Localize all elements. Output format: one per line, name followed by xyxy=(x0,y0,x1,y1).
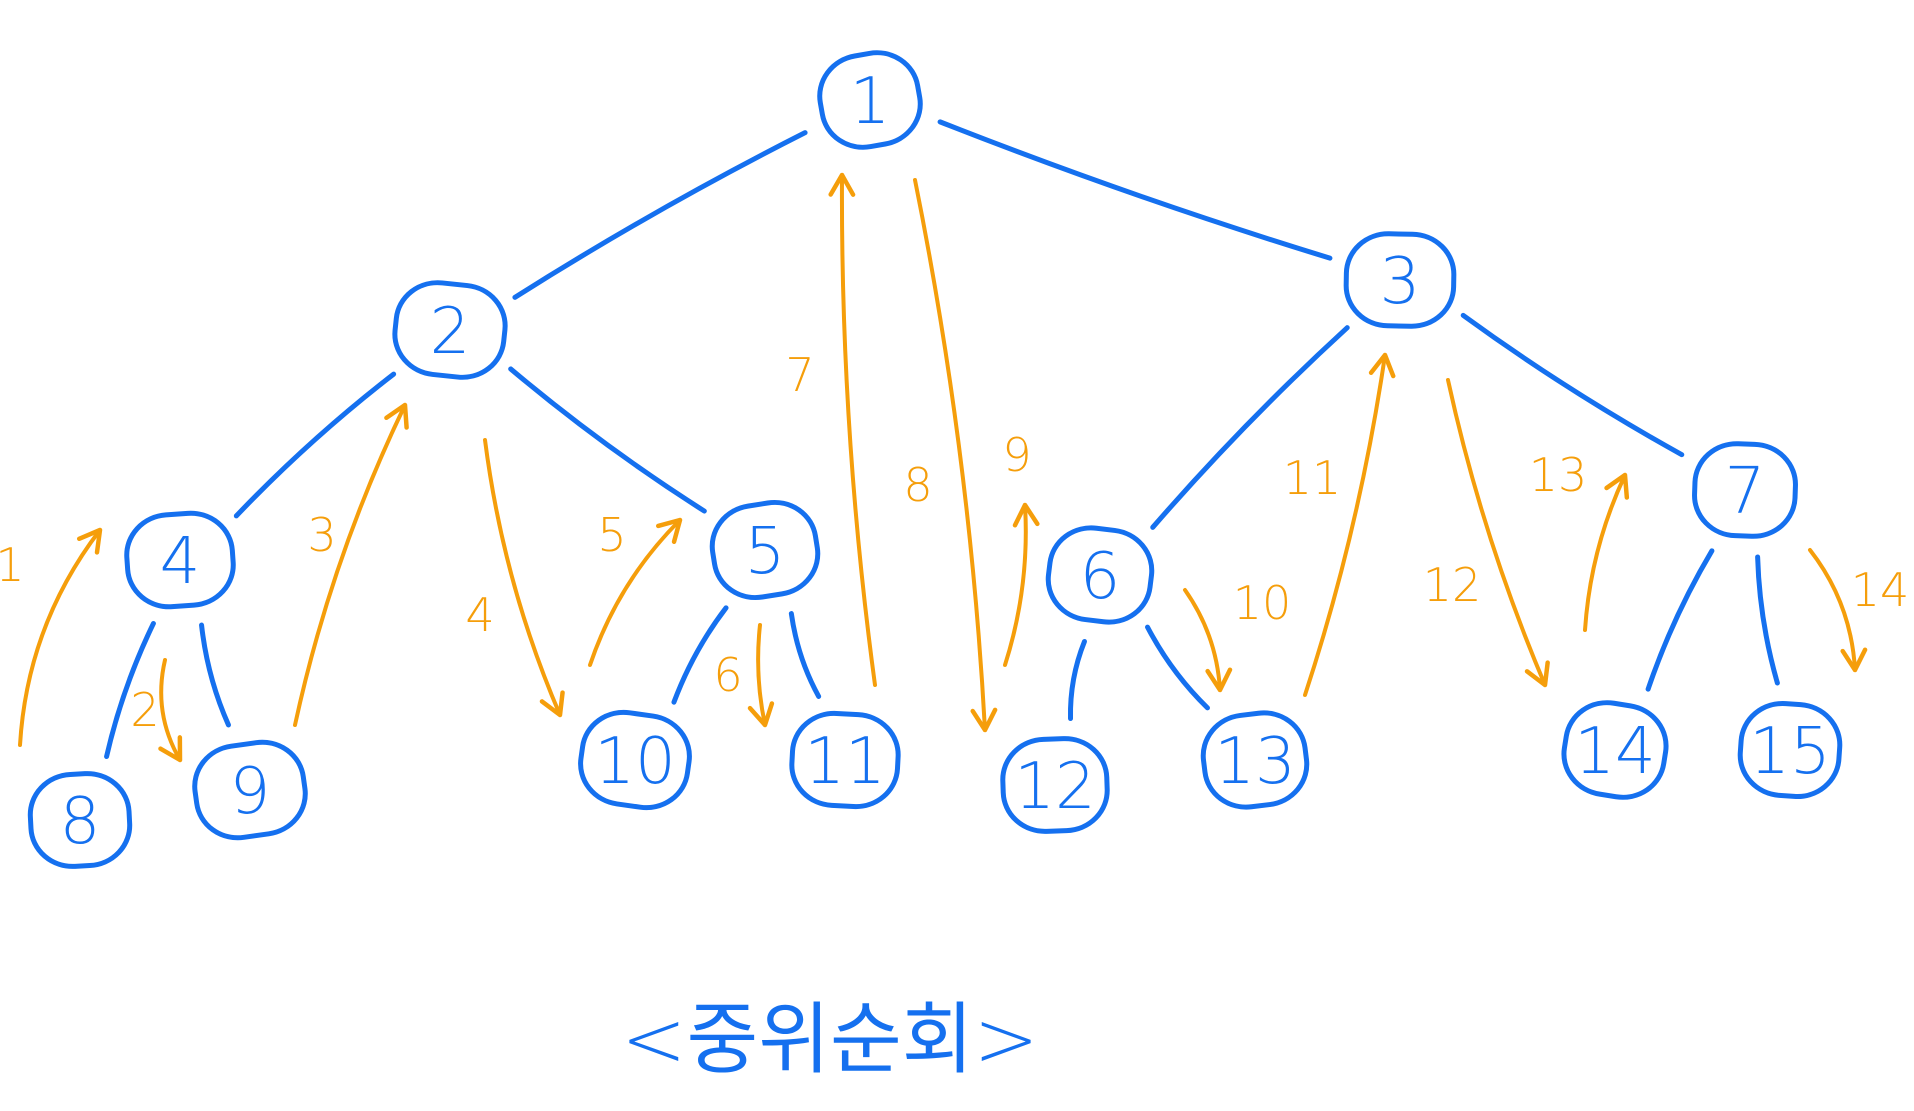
tree-node-12: 12 xyxy=(1000,736,1110,834)
step-label-6: 6 xyxy=(713,648,742,702)
traversal-arrow-13 xyxy=(1583,472,1630,632)
tree-edges xyxy=(104,119,1780,760)
traversal-arrow-5 xyxy=(588,517,683,667)
node-label-14: 14 xyxy=(1574,715,1655,789)
tree-edge-2-5 xyxy=(508,366,707,514)
tree-node-1: 1 xyxy=(817,50,923,150)
traversal-arrow-3 xyxy=(293,402,409,727)
traversal-arrow-7 xyxy=(828,172,877,687)
node-label-13: 13 xyxy=(1214,725,1295,799)
node-label-12: 12 xyxy=(1014,750,1095,824)
tree-edge-5-10 xyxy=(671,605,729,705)
tree-node-2: 2 xyxy=(392,280,508,380)
step-label-8: 8 xyxy=(903,458,932,512)
node-circle-3 xyxy=(1343,231,1457,329)
traversal-arrows xyxy=(18,172,1868,763)
node-label-3: 3 xyxy=(1380,245,1421,319)
tree-edge-4-8 xyxy=(104,620,156,760)
tree-edge-3-7 xyxy=(1460,312,1685,458)
node-circle-1 xyxy=(817,50,923,150)
node-label-2: 2 xyxy=(430,295,471,369)
traversal-arrow-14 xyxy=(1808,548,1868,673)
step-label-10: 10 xyxy=(1233,576,1292,630)
step-label-12: 12 xyxy=(1423,558,1482,612)
node-circle-5 xyxy=(709,499,821,601)
tree-edge-1-2 xyxy=(512,130,808,300)
tree-node-13: 13 xyxy=(1200,710,1310,810)
tree-node-6: 6 xyxy=(1045,525,1155,625)
step-label-11: 11 xyxy=(1283,451,1342,505)
traversal-arrow-9 xyxy=(1003,502,1040,667)
step-label-9: 9 xyxy=(1002,428,1031,482)
tree-edge-1-3 xyxy=(937,119,1333,261)
tree-edge-5-11 xyxy=(788,611,822,699)
tree-edge-7-14 xyxy=(1645,548,1715,692)
node-label-7: 7 xyxy=(1725,455,1766,529)
step-label-7: 7 xyxy=(785,348,814,402)
node-circle-2 xyxy=(392,280,508,380)
node-label-8: 8 xyxy=(60,785,101,859)
step-label-1: 1 xyxy=(0,538,25,592)
tree-node-10: 10 xyxy=(578,709,692,811)
tree-node-15: 15 xyxy=(1737,700,1843,800)
node-label-1: 1 xyxy=(850,65,891,139)
tree-node-14: 14 xyxy=(1561,700,1669,800)
node-label-6: 6 xyxy=(1080,540,1121,614)
tree-node-5: 5 xyxy=(709,499,821,601)
tree-edge-7-15 xyxy=(1755,554,1780,686)
traversal-arrow-11 xyxy=(1303,352,1396,697)
traversal-arrow-12 xyxy=(1446,378,1550,688)
tree-node-7: 7 xyxy=(1692,441,1798,539)
tree-node-4: 4 xyxy=(124,510,236,610)
node-label-15: 15 xyxy=(1749,715,1830,789)
traversal-arrow-4 xyxy=(483,438,565,718)
step-label-3: 3 xyxy=(307,508,336,562)
node-circle-14 xyxy=(1561,700,1669,800)
tree-edge-6-13 xyxy=(1145,624,1210,711)
step-label-2: 2 xyxy=(130,683,159,737)
step-label-4: 4 xyxy=(465,588,494,642)
node-circle-11 xyxy=(789,710,901,810)
node-circle-12 xyxy=(1000,736,1110,834)
tree-edge-3-6 xyxy=(1150,325,1350,530)
tree-edge-2-4 xyxy=(233,371,397,519)
node-circle-13 xyxy=(1200,710,1310,810)
node-circle-9 xyxy=(192,739,308,841)
node-circle-7 xyxy=(1692,441,1798,539)
tree-node-9: 9 xyxy=(192,739,308,841)
step-label-5: 5 xyxy=(597,508,626,562)
step-label-14: 14 xyxy=(1851,563,1910,617)
tree-node-3: 3 xyxy=(1343,231,1457,329)
node-circle-10 xyxy=(578,709,692,811)
diagram-caption: <중위순회> xyxy=(621,995,1039,1085)
node-label-11: 11 xyxy=(804,725,885,799)
node-label-9: 9 xyxy=(230,755,271,829)
tree-node-8: 8 xyxy=(27,771,133,869)
tree-edge-4-9 xyxy=(199,622,231,728)
tree-edge-6-12 xyxy=(1068,638,1087,722)
node-label-5: 5 xyxy=(745,515,786,589)
traversal-arrow-2 xyxy=(158,658,183,763)
tree-node-11: 11 xyxy=(789,710,901,810)
node-circle-15 xyxy=(1737,700,1843,800)
traversal-arrow-10 xyxy=(1183,588,1233,693)
traversal-arrow-6 xyxy=(747,623,775,728)
node-circle-4 xyxy=(124,510,236,610)
step-label-13: 13 xyxy=(1529,448,1588,502)
node-circle-8 xyxy=(27,771,133,869)
node-label-4: 4 xyxy=(160,525,201,599)
traversal-arrow-1 xyxy=(18,527,103,747)
node-circle-6 xyxy=(1045,525,1155,625)
node-label-10: 10 xyxy=(594,725,675,799)
traversal-arrow-8 xyxy=(913,178,998,733)
